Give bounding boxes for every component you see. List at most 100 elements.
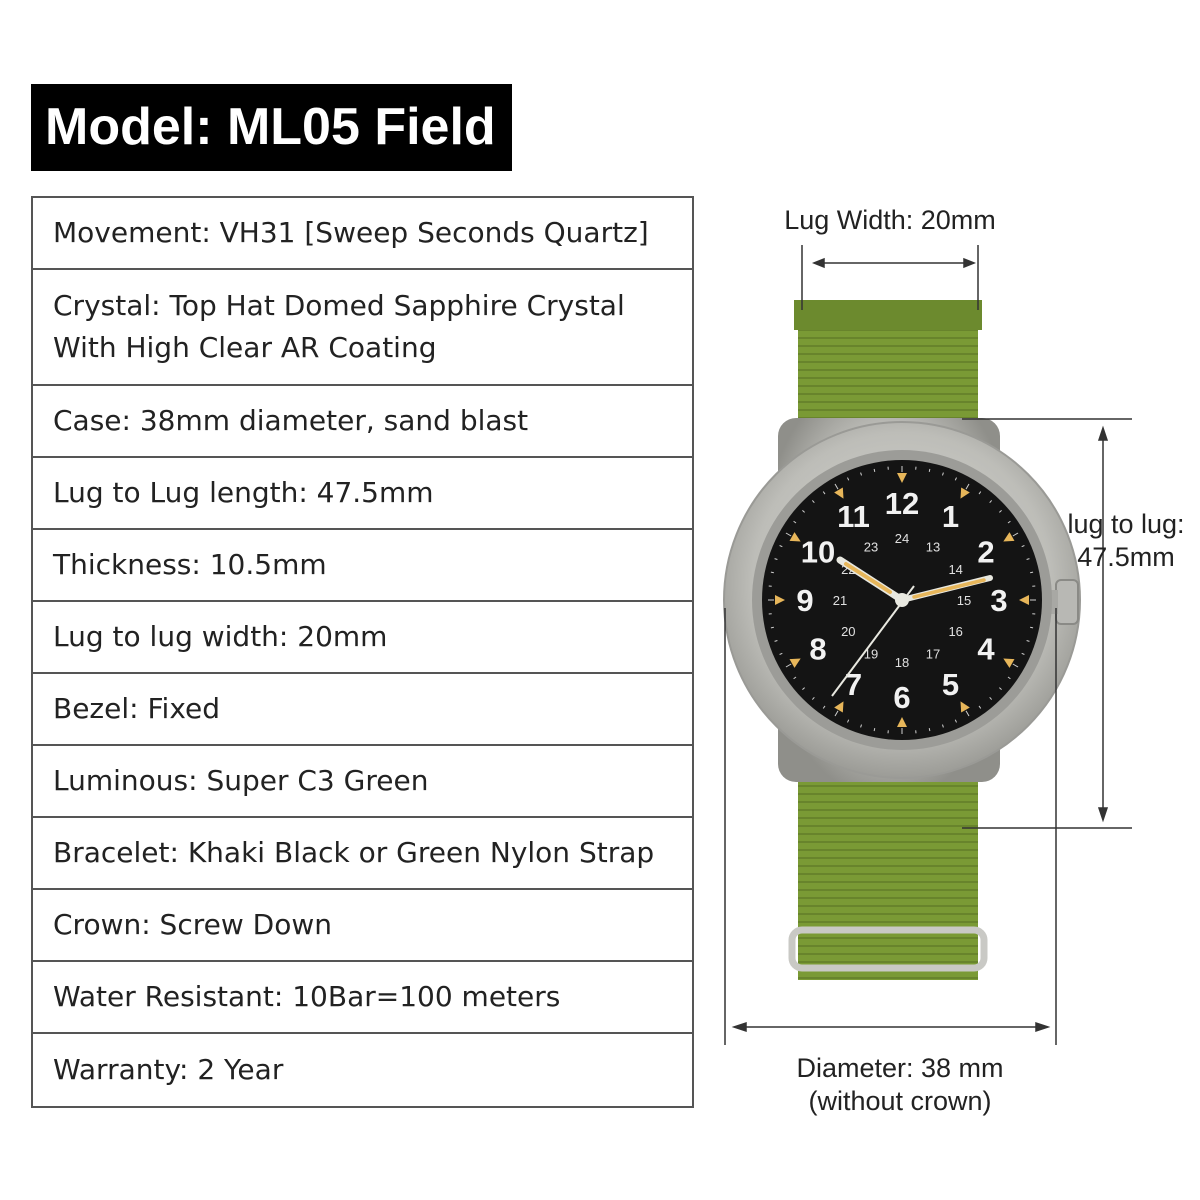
minute-tick (811, 500, 815, 503)
inner-numeral: 19 (864, 647, 878, 662)
inner-numeral: 16 (948, 624, 962, 639)
lug-to-lug-dimension (962, 418, 1132, 829)
spec-row-bracelet: Bracelet: Khaki Black or Green Nylon Str… (33, 818, 692, 890)
lume-marker (1019, 595, 1029, 605)
strap-bottom (798, 750, 978, 980)
lume-marker (775, 595, 785, 605)
hour-numeral: 9 (796, 583, 813, 618)
minute-tick (793, 676, 797, 680)
minute-tick (954, 477, 957, 481)
spec-row-movement: Movement: VH31 [Sweep Seconds Quartz] (33, 198, 692, 270)
spec-row-lug-width: Lug to lug width: 20mm (33, 602, 692, 674)
spec-text: Thickness: 10.5mm (53, 548, 327, 581)
minute-tick (873, 728, 876, 732)
dial-numbers: 121234567891011241314151617181920212223 (796, 486, 1007, 715)
spec-text: Bezel: Fixed (53, 692, 221, 725)
spec-row-bezel: Bezel: Fixed (33, 674, 692, 746)
minute-tick (811, 697, 815, 700)
minute-tick (779, 652, 783, 655)
minute-tick (942, 724, 944, 728)
lume-marker (1003, 532, 1015, 542)
minute-tick (928, 728, 931, 732)
spec-text: Case: 38mm diameter, sand blast (53, 404, 529, 437)
minute-tick (847, 719, 850, 723)
hour-numeral: 2 (977, 535, 994, 570)
hour-numeral: 4 (977, 632, 995, 667)
spec-row-water-resistant: Water Resistant: 10Bar=100 meters (33, 962, 692, 1034)
spec-row-crown: Crown: Screw Down (33, 890, 692, 962)
spec-table: Movement: VH31 [Sweep Seconds Quartz] Cr… (31, 196, 694, 1108)
spec-text: Lug to Lug length: 47.5mm (53, 476, 434, 509)
minute-tick (1021, 545, 1025, 548)
minute-tick (1012, 532, 1019, 537)
hour-numeral: 12 (885, 486, 919, 521)
spec-row-case: Case: 38mm diameter, sand blast (33, 386, 692, 458)
hour-numeral: 1 (942, 499, 959, 534)
minute-tick (1007, 676, 1011, 680)
hour-hand-lume (844, 562, 892, 594)
lume-marker (789, 658, 801, 668)
minute-tick (989, 500, 993, 503)
hour-numeral: 3 (990, 583, 1007, 618)
minute-tick (942, 472, 944, 476)
inner-numeral: 13 (926, 539, 940, 554)
minute-tick (1030, 571, 1034, 574)
inner-numeral: 23 (864, 539, 878, 554)
inner-numeral: 14 (948, 562, 962, 577)
inner-numeral: 18 (895, 655, 909, 670)
minute-tick (1030, 626, 1034, 629)
spec-row-lug-to-lug: Lug to Lug length: 47.5mm (33, 458, 692, 530)
hour-numeral: 6 (893, 680, 910, 715)
minute-tick (928, 468, 931, 472)
minute-tick (965, 483, 970, 490)
minute-tick (1007, 520, 1011, 524)
spec-text: Crown: Screw Down (53, 908, 332, 941)
strap-keeper (794, 300, 982, 330)
minute-tick (785, 663, 792, 668)
minute-tick (1026, 640, 1030, 642)
spec-text: Warranty: 2 Year (53, 1053, 284, 1086)
spec-text: Lug to lug width: 20mm (53, 620, 388, 653)
lume-marker (834, 487, 844, 499)
minute-tick (834, 483, 839, 490)
crown (1055, 579, 1079, 625)
minute-tick (834, 710, 839, 717)
minute-tick (954, 719, 957, 723)
lume-marker (960, 487, 970, 499)
minute-tick (779, 545, 783, 548)
minute-tick (822, 491, 826, 495)
strap-ring (788, 926, 988, 972)
minute-tick (774, 558, 778, 560)
lug-width-label: Lug Width: 20mm (784, 205, 996, 235)
inner-numeral: 17 (926, 647, 940, 662)
minute-tick (847, 477, 850, 481)
minute-tick (822, 705, 826, 709)
lume-marker (897, 717, 907, 727)
lume-marker (960, 701, 970, 713)
minute-tick (1026, 558, 1030, 560)
model-title: Model: ML05 Field (31, 84, 512, 171)
minute-tick (989, 697, 993, 700)
hour-numeral: 10 (801, 535, 835, 570)
diameter-label-line2: (without crown) (808, 1086, 992, 1116)
hour-numeral: 11 (837, 499, 870, 534)
hour-numeral: 8 (809, 632, 826, 667)
minute-tick (770, 626, 774, 629)
crown-stem (1048, 590, 1058, 614)
diameter-dimension (724, 608, 1057, 1045)
minute-tick (770, 571, 774, 574)
minute-tick (978, 491, 982, 495)
lume-marker (789, 532, 801, 542)
minute-tick (802, 687, 805, 691)
minute-tick (793, 520, 797, 524)
inner-numeral: 15 (957, 593, 971, 608)
minute-tick (965, 710, 970, 717)
minute-tick (1012, 663, 1019, 668)
spec-text: With High Clear AR Coating (53, 331, 437, 364)
watch-illustration: 121234567891011241314151617181920212223 (723, 245, 1132, 1045)
hand-pin (895, 593, 909, 607)
diameter-label-line1: Diameter: 38 mm (796, 1053, 1004, 1083)
inner-numeral: 24 (895, 531, 909, 546)
minute-tick (873, 468, 876, 472)
